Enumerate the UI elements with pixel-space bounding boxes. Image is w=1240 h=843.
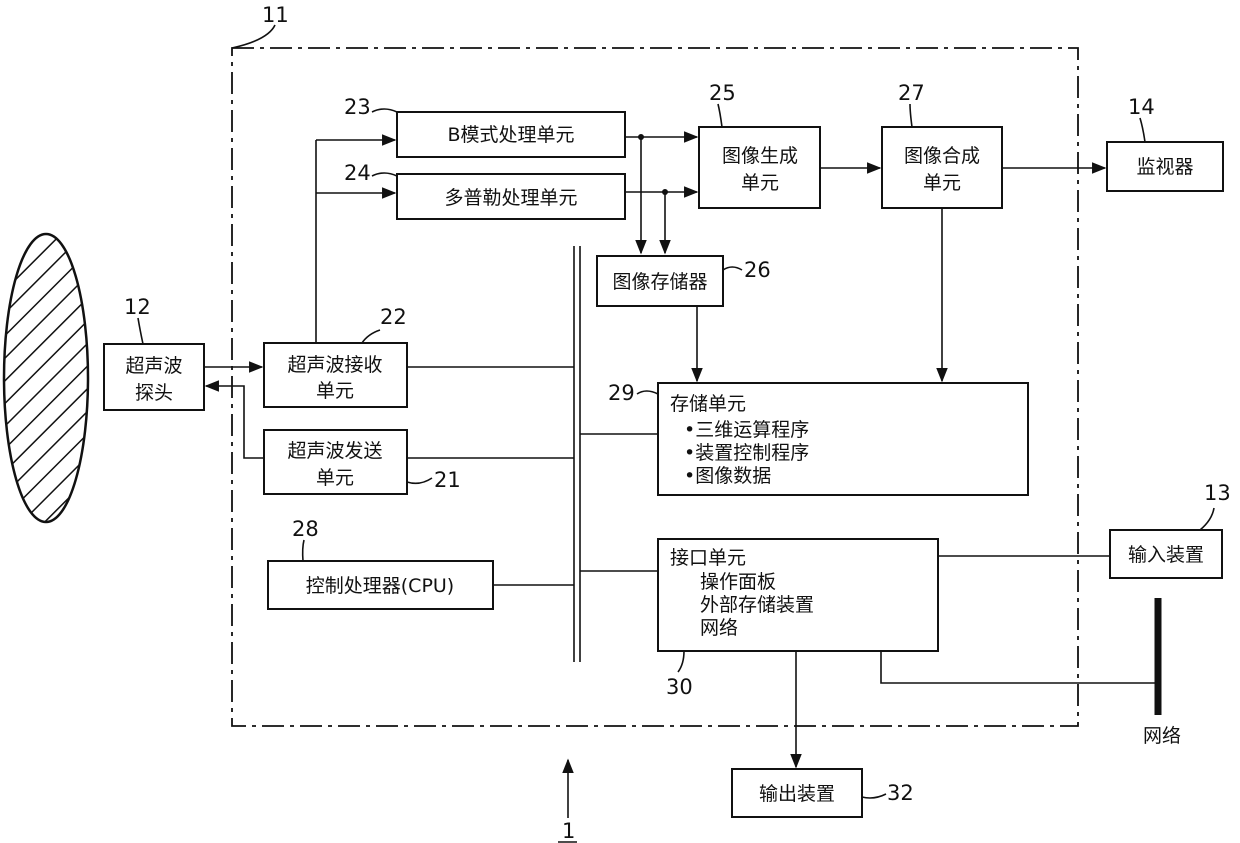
ref-rx: 22 bbox=[380, 305, 407, 329]
ref-main-unit: 11 bbox=[262, 3, 289, 27]
imgsyn-box bbox=[882, 127, 1002, 208]
rx-label-1: 超声波接收 bbox=[287, 354, 382, 376]
ref-interface: 30 bbox=[666, 675, 693, 699]
imgsyn-label-1: 图像合成 bbox=[904, 145, 980, 167]
doppler-label: 多普勒处理单元 bbox=[444, 187, 577, 209]
input-label: 输入装置 bbox=[1128, 544, 1204, 566]
network-label: 网络 bbox=[1143, 725, 1181, 747]
monitor-label: 监视器 bbox=[1136, 156, 1193, 178]
ref-storage: 29 bbox=[608, 381, 635, 405]
cpu-label: 控制处理器(CPU) bbox=[306, 575, 454, 597]
imgmem-label: 图像存储器 bbox=[612, 271, 707, 293]
interface-item-1: 操作面板 bbox=[700, 571, 776, 593]
tx-label-2: 单元 bbox=[316, 467, 354, 489]
probe-label-2: 探头 bbox=[135, 382, 173, 404]
rx-label-2: 单元 bbox=[316, 380, 354, 402]
ref-cpu: 28 bbox=[292, 517, 319, 541]
bmode-label: B模式处理单元 bbox=[447, 124, 574, 146]
ref-doppler: 24 bbox=[344, 161, 371, 185]
ref-probe: 12 bbox=[124, 295, 151, 319]
ref-input: 13 bbox=[1204, 481, 1231, 505]
ref-imgsyn: 27 bbox=[898, 81, 925, 105]
imggen-label-1: 图像生成 bbox=[722, 145, 798, 167]
ref-tx: 21 bbox=[434, 468, 461, 492]
ref-bmode: 23 bbox=[344, 95, 371, 119]
ref-output: 32 bbox=[887, 781, 914, 805]
imggen-label-2: 单元 bbox=[741, 172, 779, 194]
subject-ellipse bbox=[4, 234, 88, 522]
storage-item-2: •装置控制程序 bbox=[684, 442, 809, 464]
probe-label-1: 超声波 bbox=[125, 355, 182, 377]
imggen-box bbox=[699, 127, 820, 208]
ref-monitor: 14 bbox=[1128, 95, 1155, 119]
ref-imgmem: 26 bbox=[744, 258, 771, 282]
output-label: 输出装置 bbox=[759, 783, 835, 805]
storage-item-3: •图像数据 bbox=[684, 465, 771, 487]
interface-item-3: 网络 bbox=[700, 617, 738, 639]
ref-imggen: 25 bbox=[709, 81, 736, 105]
imgsyn-label-2: 单元 bbox=[923, 172, 961, 194]
tx-label-1: 超声波发送 bbox=[287, 440, 382, 462]
storage-title: 存储单元 bbox=[670, 393, 746, 415]
interface-title: 接口单元 bbox=[670, 547, 746, 569]
ref-system: 1 bbox=[562, 819, 575, 843]
storage-item-1: •三维运算程序 bbox=[684, 419, 809, 441]
interface-item-2: 外部存储装置 bbox=[700, 594, 814, 616]
